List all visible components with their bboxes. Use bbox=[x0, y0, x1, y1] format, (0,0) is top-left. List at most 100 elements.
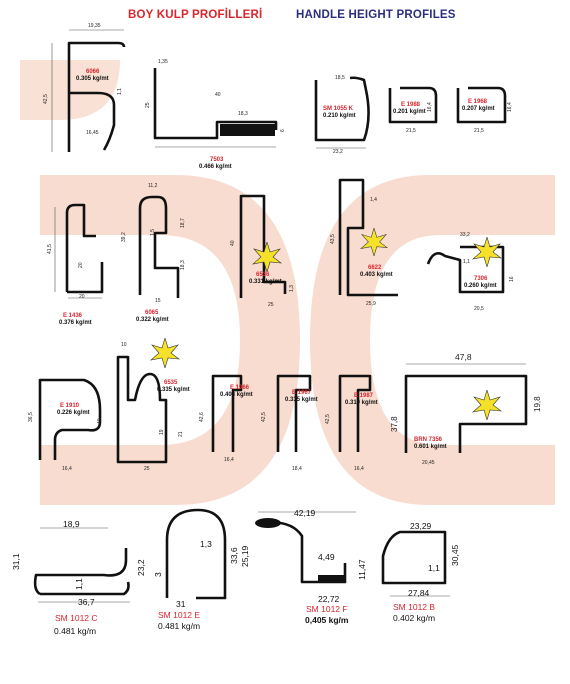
profile-code: BRN 7356 bbox=[414, 437, 443, 443]
dim-label: 36,5 bbox=[28, 412, 34, 422]
profile-weight: 0,405 kg/m bbox=[305, 615, 349, 625]
profile-code: 7503 bbox=[210, 157, 224, 163]
profile-weight: 0.210 kg/mt bbox=[323, 113, 356, 119]
profile-6622-shape bbox=[338, 178, 398, 297]
dim-label: 1,4 bbox=[370, 197, 377, 203]
dim-label: 1,1 bbox=[428, 563, 440, 573]
profile-6065-shape bbox=[138, 195, 180, 298]
profile-7503-shape bbox=[153, 68, 278, 140]
dim-label: 20,5 bbox=[474, 306, 484, 312]
dim-label: 18,5 bbox=[335, 75, 345, 81]
profile-e1967-shape bbox=[276, 374, 312, 452]
profile-code: 6065 bbox=[145, 310, 159, 316]
profile-code: 6066 bbox=[86, 69, 100, 75]
profile-code: SM 1012 C bbox=[55, 613, 98, 623]
profile-sm1055k-shape bbox=[314, 76, 370, 142]
dim-label: 18,4 bbox=[292, 466, 302, 472]
new-badge-6535 bbox=[150, 338, 180, 368]
profile-code: SM 1055 K bbox=[323, 106, 354, 112]
dim-label: 16,4 bbox=[224, 457, 234, 463]
dim-label: 1,1 bbox=[74, 578, 84, 590]
dim-label: 22,72 bbox=[318, 594, 340, 604]
dim-label: 11,47 bbox=[357, 559, 367, 580]
dim-label: 20,45 bbox=[422, 460, 435, 466]
profile-6066-shape bbox=[67, 41, 126, 152]
dim-label: 18,7 bbox=[180, 218, 186, 228]
profile-6536-shape bbox=[239, 194, 287, 298]
profile-weight: 0.201 kg/mt bbox=[393, 109, 426, 115]
dim-label: 16,4 bbox=[62, 466, 72, 472]
profile-e1910-shape bbox=[38, 378, 102, 460]
profile-weight: 0.260 kg/mt bbox=[464, 283, 497, 289]
dim-label: 20 bbox=[78, 262, 84, 268]
dim-label: 3 bbox=[153, 572, 163, 577]
profile-e1988-shape bbox=[388, 86, 438, 124]
dim-label: 43,5 bbox=[330, 234, 336, 244]
profile-weight: 0.319 kg/mt bbox=[345, 400, 378, 406]
profile-weight: 0.402 kg/m bbox=[393, 613, 436, 623]
dim-label: 42,5 bbox=[325, 414, 331, 424]
dim-label: 33,6 bbox=[229, 547, 239, 564]
new-badge-6622 bbox=[360, 228, 388, 256]
dim-label: 19,8 bbox=[533, 396, 542, 412]
dim-label: 16 bbox=[509, 276, 515, 282]
dim-label: 1,1 bbox=[117, 88, 123, 95]
dim-label: 16,4 bbox=[427, 102, 433, 112]
profile-e1966-shape bbox=[211, 374, 243, 452]
profile-weight: 0.481 kg/m bbox=[158, 621, 201, 631]
dim-label: 4,49 bbox=[318, 552, 335, 562]
dim-label: 39,2 bbox=[121, 232, 127, 242]
profile-6535-shape bbox=[116, 355, 168, 464]
dim-label: 11,2 bbox=[148, 183, 158, 189]
dim-label: 21 bbox=[178, 431, 184, 437]
new-badge-7306 bbox=[472, 237, 502, 267]
title-en: HANDLE HEIGHT PROFILES bbox=[296, 9, 456, 21]
dim-label: 42,6 bbox=[199, 412, 205, 422]
profile-code: E 1436 bbox=[63, 313, 83, 319]
profile-e1987-shape bbox=[338, 374, 372, 452]
dim-label: 36,7 bbox=[78, 597, 95, 607]
dim-label: 1,35 bbox=[158, 59, 168, 65]
profile-sm1012b-shape bbox=[381, 530, 447, 585]
dim-label: 21,5 bbox=[474, 128, 484, 134]
profile-code: E 1987 bbox=[354, 393, 374, 399]
dim-label: 20 bbox=[79, 294, 85, 300]
profile-code: SM 1012 F bbox=[306, 604, 348, 614]
dim-label: 40 bbox=[97, 418, 103, 424]
profile-weight: 0.331 kg/mt bbox=[249, 279, 282, 285]
dim-label: 42,19 bbox=[294, 508, 316, 518]
new-badge-6536 bbox=[252, 242, 282, 272]
dim-label: 1,3 bbox=[200, 539, 212, 549]
profile-weight: 0.335 kg/mt bbox=[157, 387, 190, 393]
dim-label: 18,3 bbox=[238, 111, 248, 117]
profile-weight: 0.207 kg/mt bbox=[462, 106, 495, 112]
dim-label: 21,5 bbox=[406, 128, 416, 134]
profile-weight: 0.481 kg/m bbox=[54, 626, 97, 636]
dim-label: 25,19 bbox=[240, 545, 250, 567]
dim-label: 18,9 bbox=[63, 519, 80, 529]
profile-weight: 0.376 kg/mt bbox=[59, 320, 92, 326]
profile-weight: 0.226 kg/mt bbox=[57, 410, 90, 416]
profile-weight: 0.466 kg/mt bbox=[199, 164, 232, 170]
dim-label: 25 bbox=[144, 466, 150, 472]
dim-label: 40 bbox=[215, 92, 221, 98]
profile-code: 6535 bbox=[164, 380, 178, 386]
profile-weight: 0.305 kg/mt bbox=[76, 76, 109, 82]
profile-7306-shape bbox=[426, 245, 505, 294]
dim-label: 19,35 bbox=[88, 23, 101, 29]
dim-label: 25,9 bbox=[366, 301, 376, 307]
profile-code: SM 1012 B bbox=[393, 602, 436, 612]
dim-label: 19 bbox=[159, 429, 165, 435]
dim-label: 15 bbox=[155, 298, 161, 304]
dim-label: 16,4 bbox=[507, 102, 513, 112]
dim-label: 47,8 bbox=[455, 352, 472, 362]
profile-weight: 0.335 kg/mt bbox=[285, 397, 318, 403]
dim-label: 1,1 bbox=[463, 259, 470, 265]
new-badge-brn7356 bbox=[472, 390, 502, 420]
dim-label: 42,5 bbox=[261, 412, 267, 422]
profile-weight: 0.322 kg/mt bbox=[136, 317, 169, 323]
profile-sm1012e-shape bbox=[165, 508, 227, 600]
profile-code: SM 1012 E bbox=[158, 610, 201, 620]
profile-brn7356-shape bbox=[404, 374, 528, 453]
profile-code: E 1966 bbox=[230, 385, 250, 391]
